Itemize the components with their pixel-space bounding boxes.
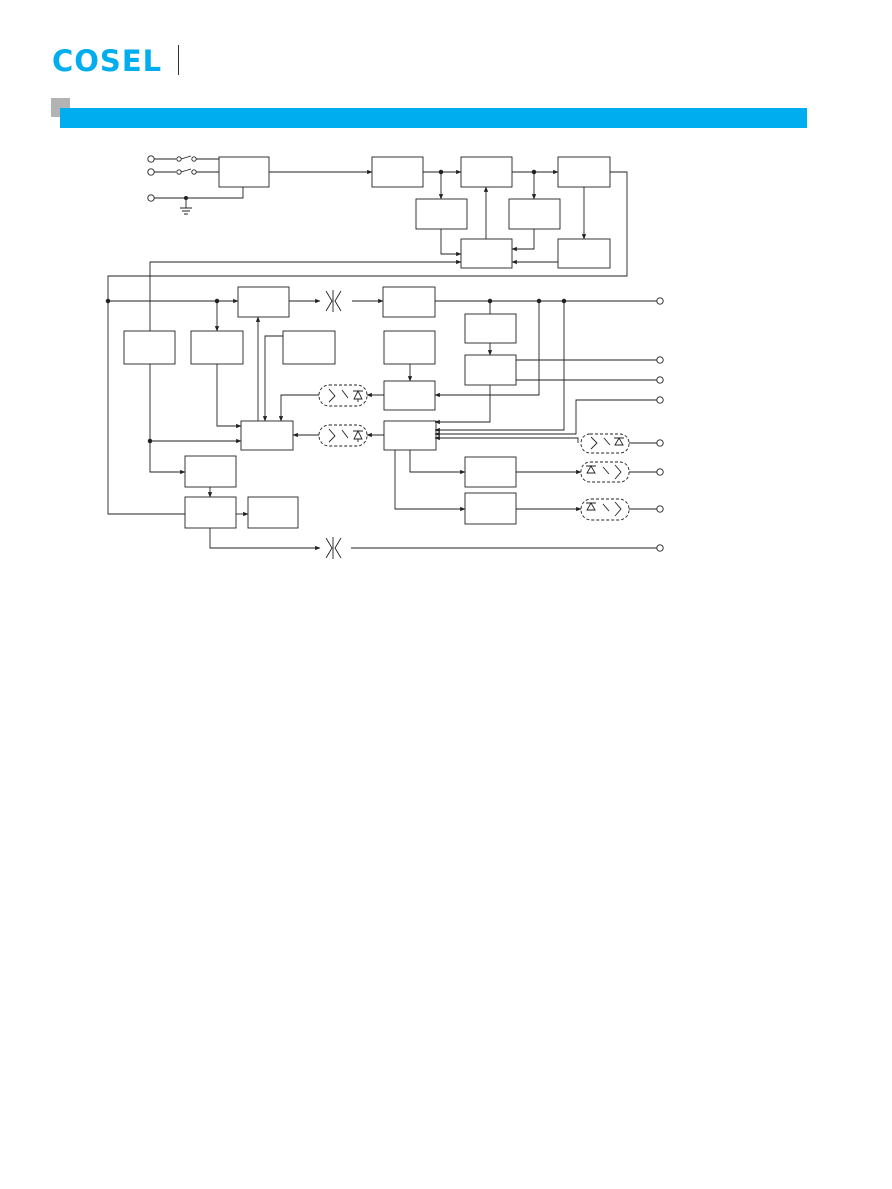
aux-supply-block xyxy=(123,330,176,365)
fan-drive-block xyxy=(184,496,237,529)
photo1-to-pwm xyxy=(278,394,319,422)
output-terminal-7 xyxy=(656,505,664,513)
drive-block xyxy=(557,238,611,269)
ground-symbol xyxy=(180,198,192,215)
output-terminal-4 xyxy=(656,396,664,404)
input-terminal-fg xyxy=(147,194,155,202)
output-terminal-3 xyxy=(656,376,664,384)
aux-to-pwm xyxy=(149,364,242,444)
bus-tap-564 xyxy=(434,301,565,433)
terminal-4-line xyxy=(434,399,657,437)
fg-line xyxy=(154,187,244,199)
logic-to-out2 xyxy=(394,450,466,512)
input-line-ac1 xyxy=(154,155,219,160)
start-to-pwm xyxy=(216,364,242,429)
inverter-block xyxy=(557,156,611,188)
photocoupler-5 xyxy=(580,498,630,521)
aux-reg-block xyxy=(184,455,237,488)
input-filter-block xyxy=(218,156,270,188)
logic-to-out1 xyxy=(409,450,466,475)
inverter-output-loop xyxy=(107,171,628,515)
ref-block xyxy=(282,330,336,365)
logic-block xyxy=(383,420,437,451)
error-amp-block xyxy=(383,330,436,365)
output-terminal-5 xyxy=(656,439,664,447)
photocoupler-4 xyxy=(580,461,630,483)
input-terminal-ac2 xyxy=(147,168,155,176)
pfc-block xyxy=(460,156,513,188)
terminal-5-line xyxy=(434,435,579,443)
section-header-bar xyxy=(60,108,807,128)
feedback-to-control xyxy=(149,259,462,331)
input-line-ac2 xyxy=(154,168,219,173)
output-rectifier-block xyxy=(382,286,436,318)
output-filter-block xyxy=(464,313,517,344)
fan-drive-to-transformer xyxy=(209,528,321,551)
input-terminal-ac1 xyxy=(147,155,155,163)
pwm-control-block xyxy=(240,420,294,451)
ref-to-pwm xyxy=(262,335,283,422)
sense-to-feedback xyxy=(434,385,491,425)
detect-left-to-control xyxy=(440,229,462,257)
detect-block-right xyxy=(508,198,561,230)
output-terminal-2 xyxy=(656,356,664,364)
control-block-primary xyxy=(460,238,513,269)
bus-tap-539 xyxy=(434,301,540,398)
output-terminal-8 xyxy=(656,544,664,552)
start-block xyxy=(190,330,244,365)
output-terminal-6 xyxy=(656,468,664,476)
logic-out-block-2 xyxy=(464,492,517,525)
cosel-logo: COSEL xyxy=(52,44,163,78)
converter-block xyxy=(237,286,290,318)
logic-out-block-1 xyxy=(464,456,517,488)
photocoupler-3 xyxy=(580,433,630,454)
logo-divider xyxy=(178,45,179,75)
fan-block xyxy=(247,496,299,529)
detect-right-to-control xyxy=(511,229,535,252)
detect-block-left xyxy=(415,198,468,230)
output-terminal-1 xyxy=(656,297,664,305)
transformer-symbol-2 xyxy=(325,537,342,559)
transformer-symbol-1 xyxy=(325,290,342,312)
rectifier-block xyxy=(371,156,424,188)
photo-driver-block xyxy=(383,380,436,411)
aux-tap-down xyxy=(149,441,186,475)
output-sense-block xyxy=(464,354,517,386)
